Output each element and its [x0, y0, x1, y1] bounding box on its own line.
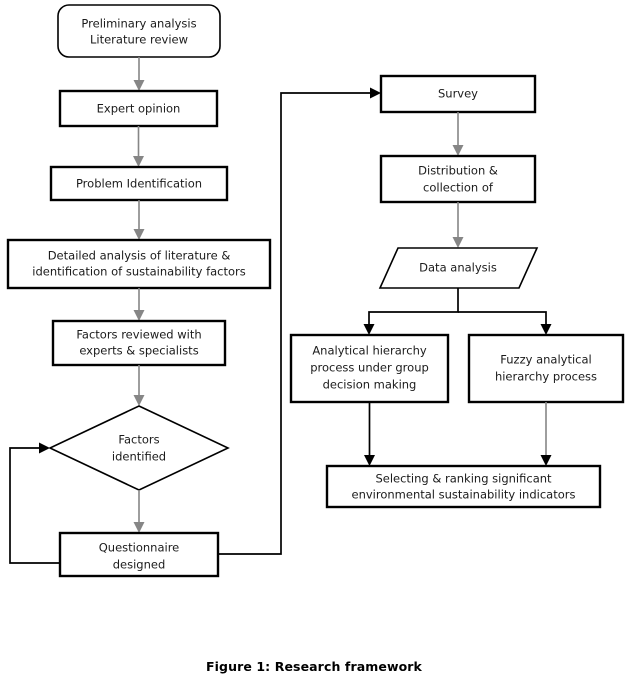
- node-preliminary-analysis-line2: Literature review: [90, 33, 188, 47]
- node-detailed-analysis-shape: [6, 238, 272, 290]
- node-preliminary-analysis-line1: Preliminary analysis: [81, 17, 196, 31]
- edge-problem-to-detailed: [133, 200, 145, 240]
- node-selecting-ranking-indicators-line1: Selecting & ranking significant: [375, 472, 552, 486]
- node-fuzzy-analytical-hierarchy-process-line1: Fuzzy analytical: [500, 353, 591, 367]
- node-distribution-collection-line1: Distribution &: [418, 164, 498, 178]
- node-factors-identified-line1: Factors: [118, 433, 159, 447]
- node-fuzzy-analytical-hierarchy-process-line2: hierarchy process: [495, 370, 597, 384]
- node-selecting-ranking-indicators: Selecting & ranking significant environm…: [325, 464, 602, 509]
- node-data-analysis-shape: [378, 247, 539, 289]
- node-survey-shape: [379, 74, 537, 114]
- node-survey-line1: Survey: [438, 87, 478, 101]
- edge-questionnaire-to-survey: [218, 87, 381, 555]
- node-data-analysis-line1: Data analysis: [419, 261, 497, 275]
- node-questionnaire-designed-shape: [58, 531, 220, 578]
- edge-detailed-to-reviewed: [133, 288, 145, 321]
- node-expert-opinion-line1: Expert opinion: [97, 102, 181, 116]
- node-questionnaire-designed-line2: designed: [113, 558, 166, 572]
- node-analytical-hierarchy-process-shape: [289, 333, 450, 404]
- node-expert-opinion: Expert opinion: [58, 89, 219, 128]
- node-factors-identified-shape: [48, 405, 230, 491]
- node-selecting-ranking-indicators-line2: environmental sustainability indicators: [352, 488, 576, 502]
- node-preliminary-analysis-shape: [57, 4, 221, 58]
- node-analytical-hierarchy-process-line1: Analytical hierarchy: [312, 344, 427, 358]
- node-detailed-analysis: Detailed analysis of literature & identi…: [6, 238, 272, 290]
- node-distribution-collection-shape: [379, 154, 537, 204]
- node-analytical-hierarchy-process-line2: process under group: [310, 361, 429, 375]
- node-factors-identified-line2: identified: [112, 450, 166, 464]
- node-factors-reviewed: Factors reviewed with experts & speciali…: [51, 319, 227, 367]
- edge-identified-to-questionnaire: [133, 490, 145, 533]
- node-problem-identification-shape: [49, 165, 229, 202]
- edge-ahp-to-selecting: [364, 402, 375, 466]
- node-distribution-collection: Distribution & collection of: [379, 154, 537, 204]
- edge-reviewed-to-identified: [133, 365, 145, 406]
- edge-fahp-to-selecting: [540, 402, 552, 466]
- node-data-analysis: Data analysis: [378, 247, 539, 289]
- edge-distribution-to-dataanalysis: [452, 202, 464, 248]
- edge-questionnaire-feedback-loop: [9, 442, 60, 564]
- node-factors-reviewed-line2: experts & specialists: [79, 344, 198, 358]
- node-analytical-hierarchy-process: Analytical hierarchy process under group…: [289, 333, 450, 404]
- node-factors-identified: Factors identified: [48, 405, 230, 491]
- node-selecting-ranking-indicators-shape: [325, 464, 602, 509]
- node-survey: Survey: [379, 74, 537, 114]
- node-preliminary-analysis: Preliminary analysis Literature review: [57, 4, 221, 58]
- edge-dataanalysis-split: [363, 288, 552, 335]
- node-factors-reviewed-line1: Factors reviewed with: [76, 328, 201, 342]
- node-distribution-collection-line2: collection of: [423, 181, 494, 195]
- node-detailed-analysis-line2: identification of sustainability factors: [32, 265, 246, 279]
- node-problem-identification: Problem Identification: [49, 165, 229, 202]
- node-detailed-analysis-line1: Detailed analysis of literature &: [48, 249, 231, 263]
- node-questionnaire-designed: Questionnaire designed: [58, 531, 220, 578]
- node-questionnaire-designed-line1: Questionnaire: [99, 541, 180, 555]
- figure-caption: Figure 1: Research framework: [206, 659, 422, 674]
- node-fuzzy-analytical-hierarchy-process: Fuzzy analytical hierarchy process: [467, 333, 625, 404]
- edge-expert-to-problem: [133, 126, 144, 167]
- node-fuzzy-analytical-hierarchy-process-shape: [467, 333, 625, 404]
- edge-survey-to-distribution: [452, 112, 464, 156]
- edge-preliminary-to-expert: [133, 57, 145, 91]
- node-analytical-hierarchy-process-line3: decision making: [323, 378, 417, 392]
- node-problem-identification-line1: Problem Identification: [76, 177, 202, 191]
